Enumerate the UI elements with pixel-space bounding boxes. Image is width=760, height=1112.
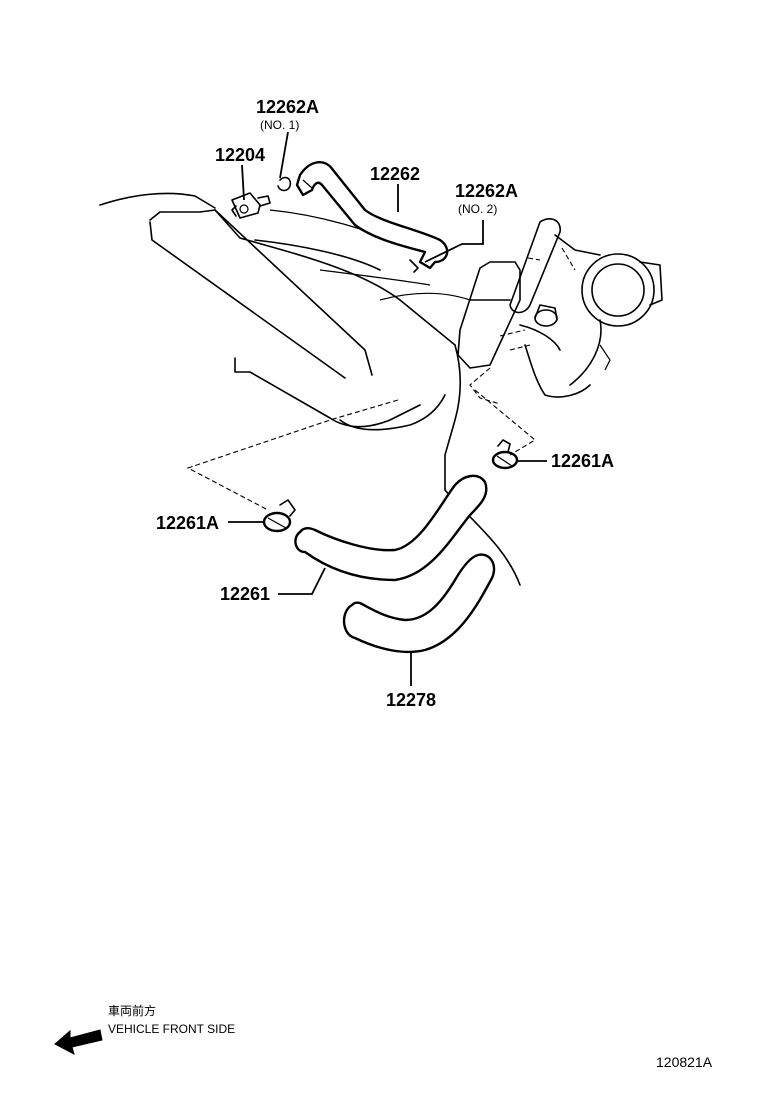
hose-clamp-left xyxy=(262,499,296,533)
diagram-ref-code: 120821A xyxy=(656,1054,713,1070)
part-note-no1: (NO. 1) xyxy=(260,118,299,132)
water-bypass-hose xyxy=(294,474,488,582)
front-direction-arrow-icon xyxy=(54,1029,103,1055)
pcv-valve xyxy=(231,192,271,219)
part-label-12278: 12278 xyxy=(386,690,436,710)
hose-clamp-right xyxy=(491,439,519,470)
part-label-12261a-right: 12261A xyxy=(551,451,614,471)
front-side-label-en: VEHICLE FRONT SIDE xyxy=(108,1022,235,1036)
throttle-body xyxy=(457,218,663,398)
assembly-guides xyxy=(186,257,541,511)
water-hose xyxy=(342,553,496,654)
clip-no1 xyxy=(277,176,292,192)
clip-no2 xyxy=(409,259,419,273)
part-note-no2: (NO. 2) xyxy=(458,202,497,216)
front-side-label-jp: 車両前方 xyxy=(108,1003,156,1018)
part-label-12261: 12261 xyxy=(220,584,270,604)
leader-lines xyxy=(228,131,547,686)
part-label-12262a-no1: 12262A xyxy=(256,97,319,117)
part-label-12261a-left: 12261A xyxy=(156,513,219,533)
part-label-12204: 12204 xyxy=(215,145,265,165)
part-label-12262a-no2: 12262A xyxy=(455,181,518,201)
ventilation-hose xyxy=(295,161,449,270)
part-label-12262: 12262 xyxy=(370,164,420,184)
